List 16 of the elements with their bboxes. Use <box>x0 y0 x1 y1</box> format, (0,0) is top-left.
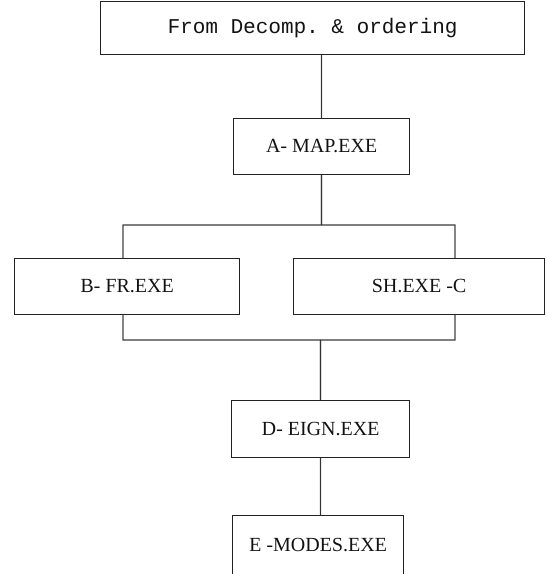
program-label: E -MODES.EXE <box>249 534 387 557</box>
connector-line <box>320 315 456 400</box>
program-label: D- EIGN.EXE <box>262 418 380 440</box>
program-box <box>14 258 240 315</box>
connector-line <box>320 458 322 515</box>
program-label: B- FR.EXE <box>80 275 174 298</box>
program-label: A- MAP.EXE <box>266 135 378 158</box>
program-box <box>100 1 525 55</box>
connector-line <box>320 55 322 118</box>
connector-line <box>320 175 456 258</box>
program-box <box>233 118 410 175</box>
program-box <box>232 515 404 574</box>
program-label: SH.EXE -C <box>372 275 466 298</box>
program-box <box>231 400 410 458</box>
program-label: From Decomp. & ordering <box>168 16 458 40</box>
program-box <box>293 258 545 315</box>
